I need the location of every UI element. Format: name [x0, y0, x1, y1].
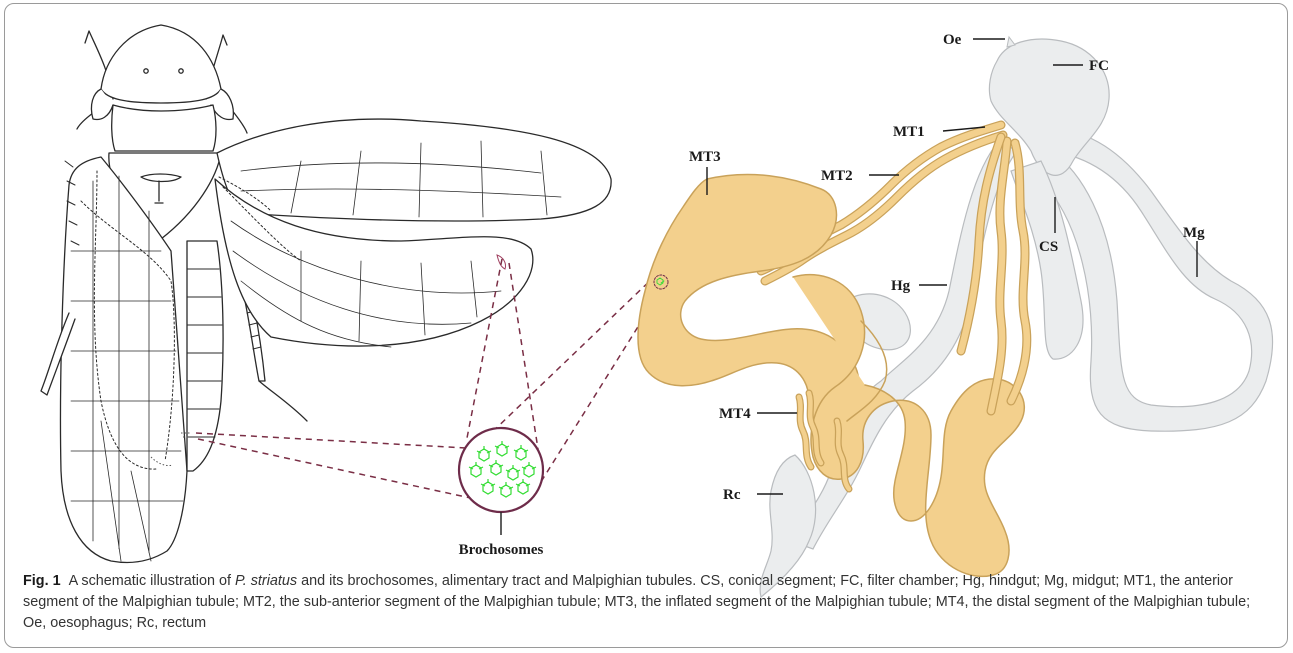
figure-caption: Fig. 1 A schematic illustration of P. st… [23, 571, 1273, 634]
figure-frame: Brochosomes [4, 3, 1288, 648]
label-hg: Hg [891, 278, 911, 294]
label-oe: Oe [943, 32, 962, 48]
label-mg: Mg [1183, 225, 1205, 241]
label-fc: FC [1089, 58, 1109, 74]
brochosome-callout: Brochosomes [459, 428, 544, 558]
figure-illustration: Brochosomes [5, 4, 1288, 648]
label-mt2: MT2 [821, 168, 853, 184]
caption-text-part1: A schematic illustration of [69, 573, 235, 589]
caption-species: P. striatus [235, 573, 297, 589]
label-mt4: MT4 [719, 406, 751, 422]
label-rc: Rc [723, 487, 741, 503]
label-cs: CS [1039, 239, 1058, 255]
figure-number: Fig. 1 [23, 573, 61, 589]
label-mt1: MT1 [893, 124, 925, 140]
brochosomes-label: Brochosomes [459, 542, 544, 558]
label-mt3: MT3 [689, 149, 721, 165]
